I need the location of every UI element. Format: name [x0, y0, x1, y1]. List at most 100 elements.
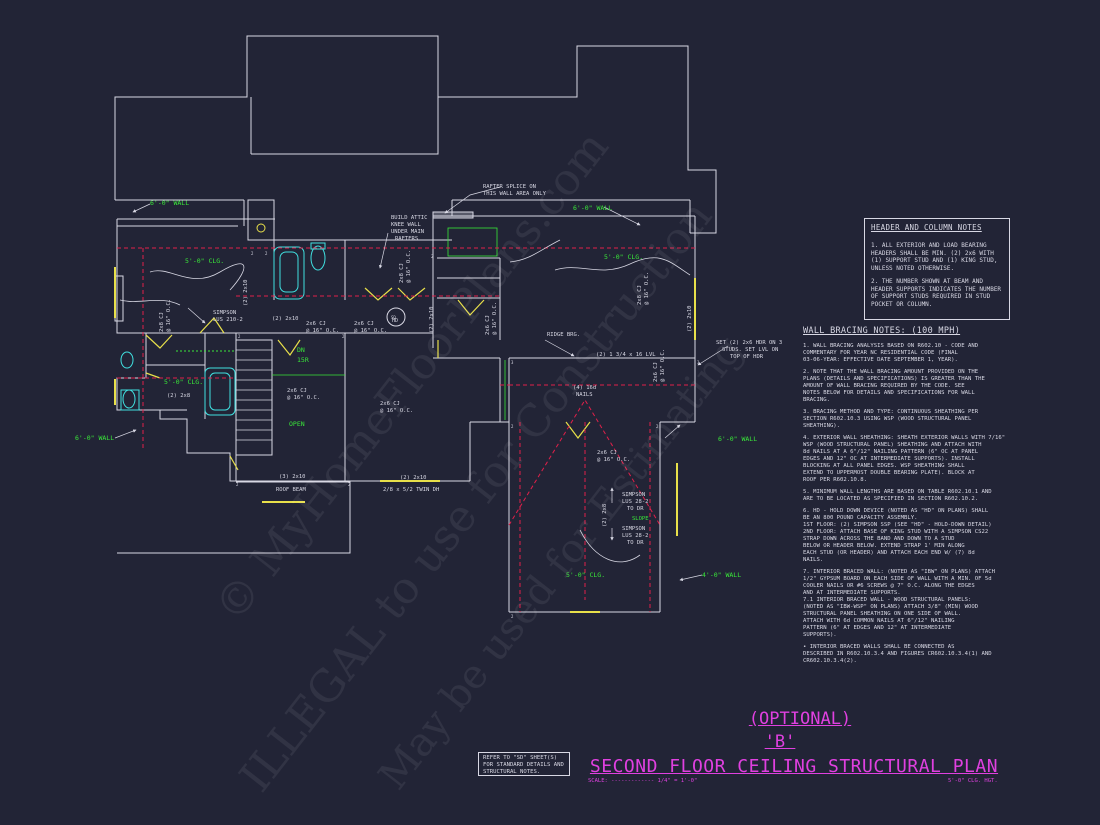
stair-dn-label: DN [297, 346, 305, 354]
svg-text:2: 2 [238, 334, 241, 339]
clg-label-left: 5'-0" CLG. [185, 257, 224, 265]
svg-text:2: 2 [251, 251, 254, 256]
cj-2x6-e: 2x6 CJ [597, 450, 617, 456]
wall-bracing-note-8: • INTERIOR BRACED WALLS SHALL BE CONNECT… [803, 644, 992, 664]
set-hdr-1: SET (2) 2x6 HDR ON 3 [716, 340, 782, 346]
set-hdr-3: TOP OF HDR [730, 354, 764, 360]
set-hdr-2: STUDS. SET LVL ON [722, 347, 778, 353]
wall-bracing-note-2: 2. NOTE THAT THE WALL BRACING AMOUNT PRO… [803, 369, 985, 403]
svg-text:2: 2 [342, 334, 345, 339]
svg-text:2: 2 [511, 424, 514, 429]
reference-note: REFER TO "SD" SHEET(S) FOR STANDARD DETA… [478, 752, 570, 776]
header-column-notes: HEADER AND COLUMN NOTES 1. ALL EXTERIOR … [864, 218, 1010, 320]
wall-6ft-label-right: 6'-0" WALL [718, 435, 757, 443]
header-2x10-f: (2) 2x8 [602, 504, 608, 527]
simpson-b2: LUS 28-2 [622, 533, 649, 539]
clg-label-right: 5'-0" CLG. [604, 253, 643, 261]
title-optional: (OPTIONAL) [748, 709, 852, 729]
simpson-lus-2: LUS 210-2 [213, 317, 243, 323]
cj-2x8-a2: @ 16" O.C. [166, 299, 172, 332]
cj-2x6-e2: @ 16" O.C. [597, 457, 630, 463]
title-option-letter: 'B' [764, 732, 796, 752]
attic-label-1: BUILD ATTIC [391, 215, 427, 221]
exterior-walls [116, 219, 351, 554]
wall-bracing-note-7: 7. INTERIOR BRACED WALL: (NOTED AS "IBW"… [803, 569, 995, 638]
attic-label-3: UNDER MAIN [391, 229, 424, 235]
wall-4ft-label: 4'-0" WALL [702, 571, 741, 579]
simpson-b3: TO DR [627, 540, 644, 546]
cj-2x6-g2: @ 16" O.C. [660, 349, 666, 382]
stair-risers-label: 15R [297, 356, 309, 364]
nails-2: NAILS [576, 392, 593, 398]
header-2x10-e: (2) 2x10 [687, 306, 693, 333]
wall-bracing-note-5: 5. MINIMUM WALL LENGTHS ARE BASED ON TAB… [803, 489, 992, 502]
header-3-2x10: (3) 2x10 [279, 474, 306, 480]
header-note-1: 1. ALL EXTERIOR AND LOAD BEARING HEADERS… [871, 242, 998, 272]
header-notes-title: HEADER AND COLUMN NOTES [871, 223, 982, 232]
attic-label-2: KNEE WALL [391, 222, 421, 228]
header-note-2: 2. THE NUMBER SHOWN AT BEAM AND HEADER S… [871, 278, 1002, 308]
lvl-label: (2) 1 3/4 x 16 LVL [596, 352, 656, 358]
header-2x8: (2) 2x8 [167, 393, 190, 399]
clg-label-bath: 5'-0" CLG. [164, 378, 203, 386]
cj-2x6-f2: @ 16" O.C. [492, 302, 498, 335]
scale-label: SCALE: ------------- 1/4" = 1'-0" [588, 778, 698, 784]
svg-text:2: 2 [511, 614, 514, 619]
cj-2x6-d2: @ 16" O.C. [306, 328, 339, 334]
svg-text:3: 3 [697, 360, 700, 365]
cj-2x6-c: 2x6 CJ [354, 321, 374, 327]
rafter-splice-label-1: RAFTER SPLICE ON [483, 184, 536, 190]
slope-label: SLOPE [632, 516, 649, 522]
cj-2x8-a: 2x8 CJ [159, 312, 165, 332]
cj-2x8-c2: @ 16" O.C. [406, 250, 412, 283]
svg-text:2: 2 [265, 251, 268, 256]
svg-text:2: 2 [431, 254, 434, 259]
twin-dh-label: 2/8 x 5/2 TWIN DH [383, 487, 439, 493]
cj-2x6-b: 2x6 CJ [380, 401, 400, 407]
simpson-b1: SIMPSON [622, 526, 645, 532]
cj-2x6-c2: @ 16" O.C. [354, 328, 387, 334]
header-2x10-c: (2) 2x10 [243, 280, 249, 307]
simpson-a1: SIMPSON [622, 492, 645, 498]
simpson-lus-1: SIMPSON [213, 310, 236, 316]
wall-6ft-label-mid: 6'-0" WALL [573, 204, 612, 212]
rafter-splice-label-2: THIS WALL AREA ONLY [483, 191, 547, 197]
cj-2x6-a: 2x6 CJ [287, 388, 307, 394]
simpson-a3: TO DR [627, 506, 644, 512]
clg-label-bottom: 5'-0" CLG. [566, 571, 605, 579]
wall-bracing-note-3: 3. BRACING METHOD AND TYPE: CONTINUOUS S… [803, 409, 979, 429]
cj-2x6-g: 2x6 CJ [653, 362, 659, 382]
open-label: OPEN [289, 420, 305, 428]
stair [235, 339, 273, 456]
svg-text:2: 2 [656, 424, 659, 429]
svg-text:2: 2 [236, 482, 239, 487]
wall-bracing-title: WALL BRACING NOTES: (100 MPH) [803, 326, 961, 336]
svg-text:3: 3 [511, 360, 514, 365]
ridge-brg-label: RIDGE BRG. [547, 332, 580, 338]
cj-2x8-c: 2x8 CJ [399, 263, 405, 283]
header-2x10-d: (2) 2x10 [429, 307, 435, 334]
nails-1: (4) 16d [573, 385, 596, 391]
cj-2x8-b: 2x8 CJ [637, 285, 643, 305]
wall-bracing-note-4: 4. EXTERIOR WALL SHEATHING: SHEATH EXTER… [803, 435, 1006, 483]
drawing-title: SECOND FLOOR CEILING STRUCTURAL PLAN [589, 756, 999, 777]
wall-6ft-label-far-left: 6'-0" WALL [75, 434, 114, 442]
wall-bracing-note-1: 1. WALL BRACING ANALYSIS BASED ON R602.1… [803, 343, 979, 363]
cj-2x6-d: 2x6 CJ [306, 321, 326, 327]
ceiling-height-label: 5'-0" CLG. HGT. [948, 778, 998, 784]
simpson-a2: LUS 28-2 [622, 499, 649, 505]
hold-down-label: HD [392, 318, 398, 324]
roof-outline [114, 35, 717, 234]
cj-2x6-f: 2x6 CJ [485, 315, 491, 335]
wall-bracing-notes: WALL BRACING NOTES: (100 MPH) 1. WALL BR… [803, 326, 1015, 670]
cj-2x8-b2: @ 16" O.C. [644, 272, 650, 305]
roof-beam-label: ROOF BEAM [276, 487, 306, 493]
attic-label-4: RAFTERS [395, 236, 418, 242]
svg-text:2: 2 [348, 482, 351, 487]
cj-2x6-b2: @ 16" O.C. [380, 408, 413, 414]
wall-bracing-note-6: 6. HD - HOLD DOWN DEVICE (NOTED AS "HD" … [803, 508, 992, 563]
wall-6ft-label-left: 6'-0" WALL [150, 199, 189, 207]
cj-2x6-a2: @ 16" O.C. [287, 395, 320, 401]
hold-down-sub: SD [391, 315, 396, 320]
